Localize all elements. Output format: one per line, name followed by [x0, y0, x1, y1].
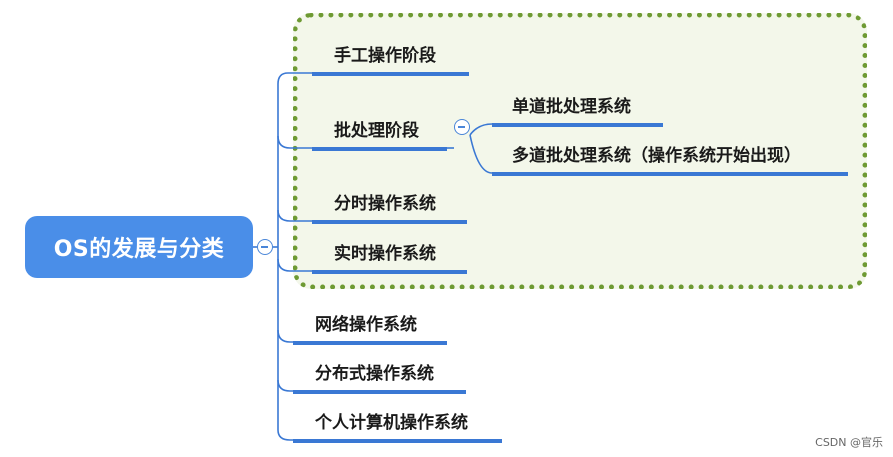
branch-label: 分布式操作系统: [315, 364, 434, 384]
branch-node-personal[interactable]: 个人计算机操作系统: [293, 406, 502, 443]
branch-node-distributed[interactable]: 分布式操作系统: [293, 357, 466, 394]
branch-label: 实时操作系统: [334, 244, 436, 264]
branch-node-network[interactable]: 网络操作系统: [293, 308, 447, 345]
branch-node-batch[interactable]: 批处理阶段: [312, 114, 447, 151]
connector-sub-2: [469, 134, 493, 174]
root-label: OS的发展与分类: [53, 237, 225, 262]
branch-label: 个人计算机操作系统: [315, 413, 468, 433]
branch-node-manual[interactable]: 手工操作阶段: [312, 40, 469, 76]
branch-node-time-sharing[interactable]: 分时操作系统: [312, 187, 467, 224]
branch-label: 网络操作系统: [315, 315, 417, 335]
connector-branch-6: [277, 379, 293, 392]
watermark: CSDN @官乐: [815, 436, 883, 449]
sub-node-single-batch[interactable]: 单道批处理系统: [492, 90, 663, 127]
collapse-icon[interactable]: [257, 239, 273, 255]
sub-node-label: 多道批处理系统（操作系统开始出现）: [512, 146, 801, 166]
highlight-group-boundary: [293, 13, 867, 289]
branch-label: 手工操作阶段: [334, 46, 436, 66]
root-node[interactable]: OS的发展与分类: [25, 216, 253, 278]
connector-branch-7: [277, 429, 293, 441]
connector-sub-1: [469, 123, 493, 136]
branch-label: 批处理阶段: [334, 121, 419, 141]
connector-branch-2: [277, 135, 312, 149]
connector-branch-1: [277, 72, 312, 85]
connector-branch-5: [277, 329, 293, 343]
branch-node-real-time[interactable]: 实时操作系统: [312, 236, 467, 274]
connector-branch-4: [277, 258, 312, 272]
sub-node-multi-batch[interactable]: 多道批处理系统（操作系统开始出现）: [492, 139, 848, 176]
branch-label: 分时操作系统: [334, 194, 436, 214]
collapse-icon[interactable]: [454, 119, 470, 135]
connector-branch-3: [277, 209, 312, 222]
sub-node-label: 单道批处理系统: [512, 97, 631, 117]
